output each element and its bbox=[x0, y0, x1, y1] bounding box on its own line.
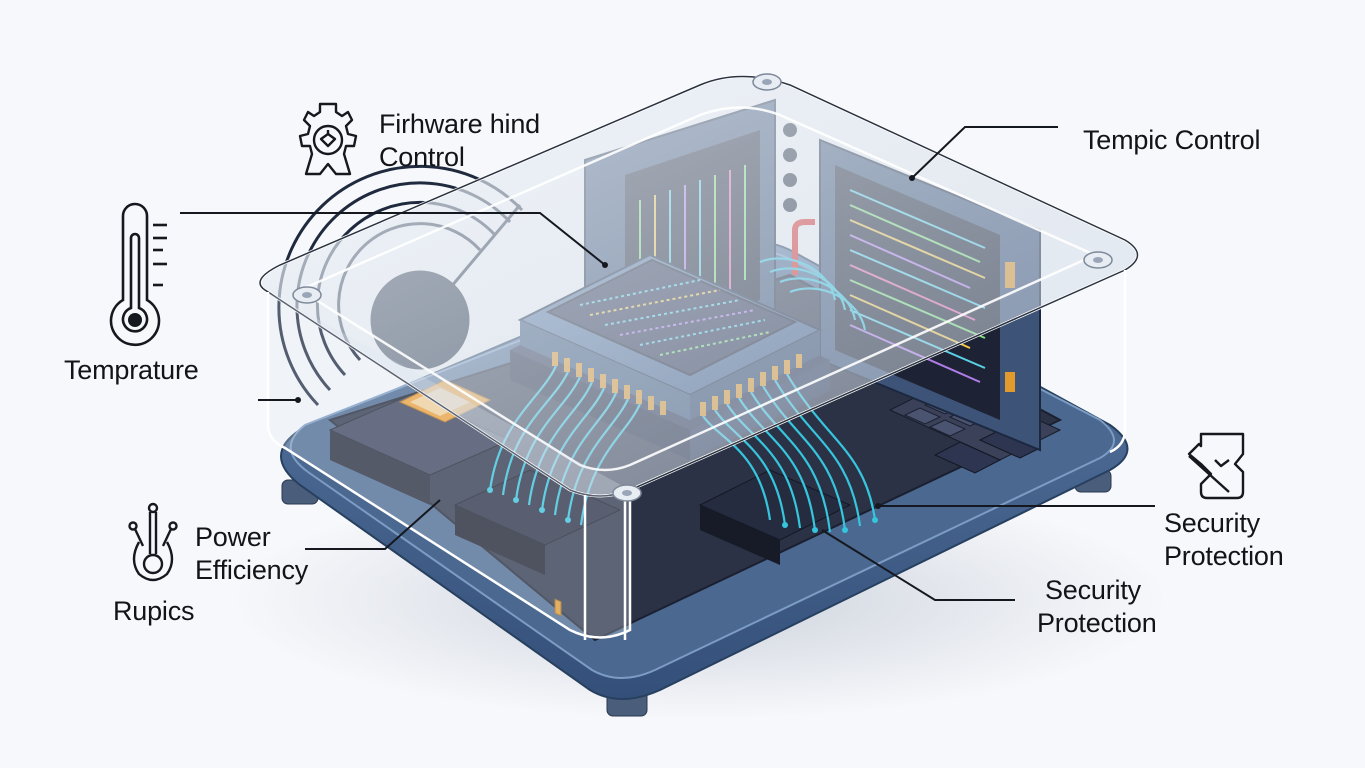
transparent-enclosure bbox=[258, 73, 1139, 640]
label-firmware: Firhware hind Control bbox=[379, 109, 540, 172]
label-temperature: Temprature bbox=[64, 355, 199, 385]
shield-check-icon bbox=[1187, 432, 1245, 500]
circuit-node-icon bbox=[128, 502, 178, 582]
label-power-efficiency: Power Efficiency bbox=[195, 522, 309, 585]
label-security-right: Security Protection bbox=[1164, 508, 1284, 571]
label-security-bottom: Security Protection bbox=[1037, 575, 1157, 638]
label-tempic-control: Tempic Control bbox=[1083, 125, 1261, 155]
leader-security-bottom bbox=[821, 529, 1015, 601]
trace-endpoints bbox=[487, 487, 878, 533]
leader-power bbox=[305, 499, 441, 550]
leader-tempic bbox=[911, 126, 1058, 179]
leader-lines bbox=[180, 126, 1155, 601]
gear-shield-icon bbox=[298, 102, 358, 176]
thermometer-icon bbox=[109, 202, 167, 346]
label-rupics: Rupics bbox=[113, 596, 195, 626]
leader-firmware bbox=[180, 212, 606, 266]
